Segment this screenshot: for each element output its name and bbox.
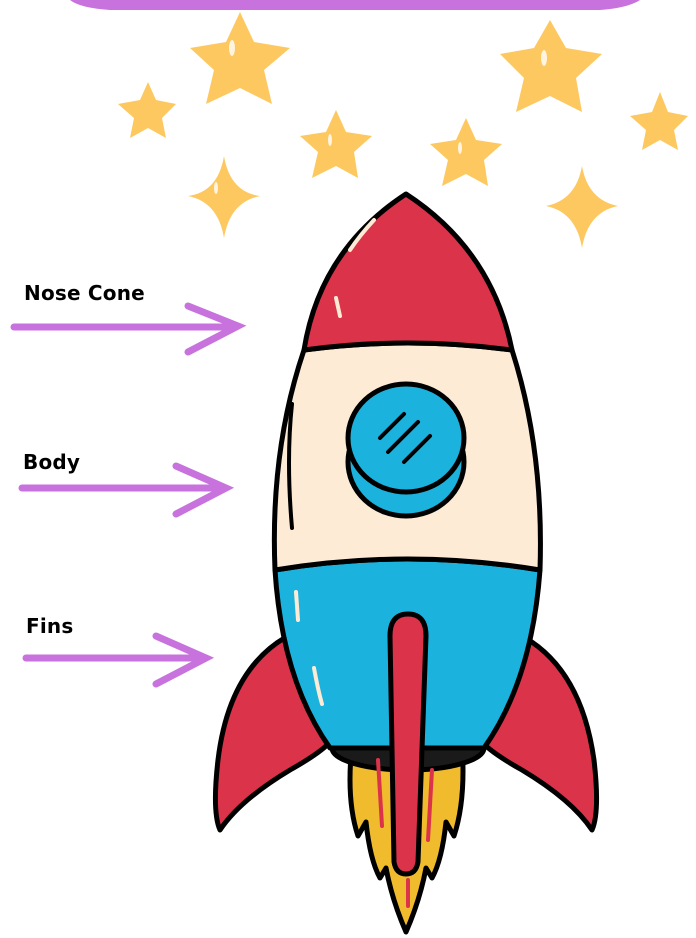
window xyxy=(348,384,464,492)
rocket-illustration xyxy=(215,194,596,932)
star-icon xyxy=(630,92,688,150)
star-icon xyxy=(188,156,260,238)
star-icon xyxy=(546,166,618,248)
label-nose-cone: Nose Cone xyxy=(24,281,145,305)
nose-cone xyxy=(304,194,512,350)
star-icon xyxy=(190,12,290,104)
star-icon xyxy=(430,118,502,186)
banner-shape xyxy=(70,0,640,10)
center-stripe xyxy=(390,614,426,874)
star-icon xyxy=(500,20,602,112)
arrow-right-icon xyxy=(26,636,206,684)
star-icon xyxy=(300,110,372,178)
arrow-right-icon xyxy=(14,306,238,352)
star-icon xyxy=(118,82,176,138)
label-fins: Fins xyxy=(26,614,73,638)
label-body: Body xyxy=(23,450,80,474)
